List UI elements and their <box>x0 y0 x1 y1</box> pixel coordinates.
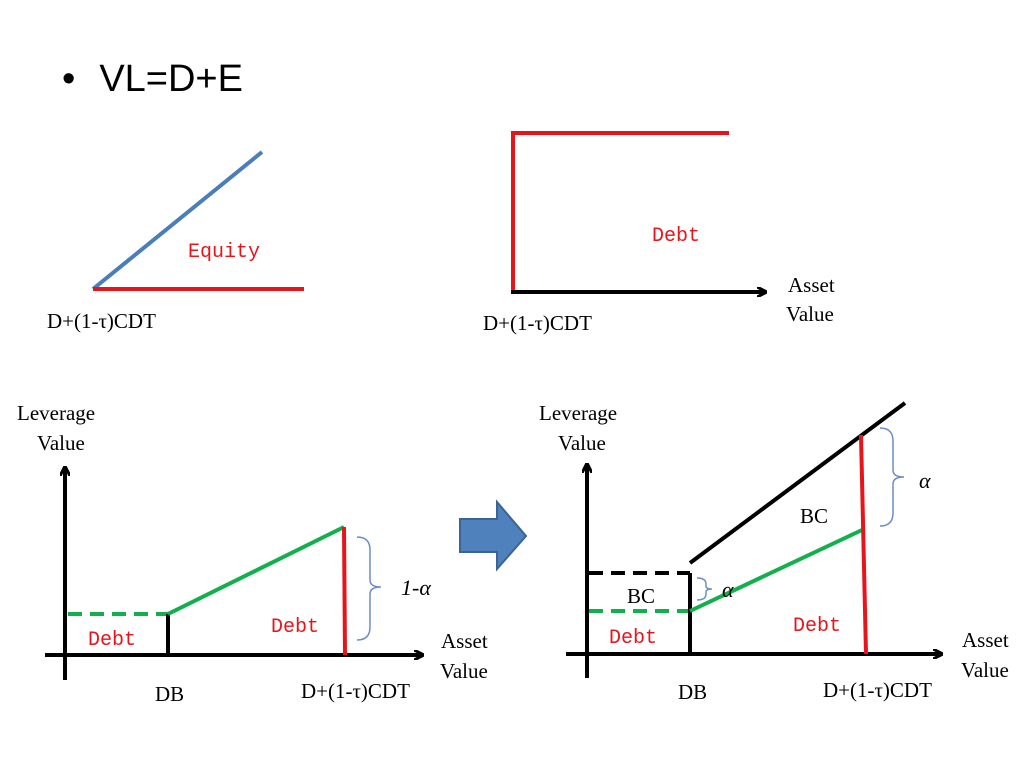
panel-debt: Debt D+(1-τ)CDT Asset Value <box>483 131 835 335</box>
cdt-label: D+(1-τ)CDT <box>823 678 932 702</box>
panel-leverage-after: Leverage Value α α BC BC Debt Debt Asset… <box>539 401 1009 704</box>
bullet-icon: • <box>62 58 76 100</box>
equity-line <box>91 150 264 291</box>
debt-left-label: Debt <box>88 629 136 652</box>
panel-leverage-before: Leverage Value 1-α Debt Debt Asset Value… <box>17 401 488 706</box>
brace-icon <box>879 427 905 527</box>
green-value-line <box>167 525 345 616</box>
red-cdt-line <box>859 434 868 655</box>
alpha-small-label: α <box>722 577 734 602</box>
red-cdt-line <box>342 526 347 656</box>
y-axis-label-1: Leverage <box>17 401 95 425</box>
bc-right-label: BC <box>800 504 828 528</box>
debt-right-label: Debt <box>793 615 841 638</box>
x-axis-label-2: Value <box>440 659 488 683</box>
equity-x-label: D+(1-τ)CDT <box>47 309 156 333</box>
x-axis-label-2: Value <box>961 658 1009 682</box>
title-text: VL=D+E <box>99 58 243 100</box>
y-axis-label-2: Value <box>558 431 606 455</box>
db-label: DB <box>678 680 707 704</box>
debt-right-label: Debt <box>271 616 319 639</box>
debt-x-label: D+(1-τ)CDT <box>483 311 592 335</box>
y-axis-label-1: Leverage <box>539 401 617 425</box>
asset-axis-label-2: Value <box>786 302 834 326</box>
brace-icon <box>356 536 382 641</box>
cdt-label: D+(1-τ)CDT <box>301 679 410 703</box>
x-axis-label-1: Asset <box>441 629 488 653</box>
one-minus-alpha-label: 1-α <box>401 575 431 600</box>
black-value-line <box>688 401 907 565</box>
bc-left-label: BC <box>627 584 655 608</box>
debt-label: Debt <box>652 225 700 248</box>
panel-equity: Equity D+(1-τ)CDT <box>47 150 304 333</box>
alpha-top-label: α <box>919 468 931 493</box>
x-axis-label-1: Asset <box>962 628 1009 652</box>
equity-label: Equity <box>188 241 260 264</box>
small-brace-icon <box>696 577 713 601</box>
db-label: DB <box>155 682 184 706</box>
slide-title: • VL=D+E <box>62 58 243 101</box>
debt-left-label: Debt <box>609 627 657 650</box>
right-arrow-icon <box>459 499 528 572</box>
y-axis-label-2: Value <box>37 431 85 455</box>
asset-axis-label-1: Asset <box>788 273 835 297</box>
green-value-line <box>689 528 863 613</box>
